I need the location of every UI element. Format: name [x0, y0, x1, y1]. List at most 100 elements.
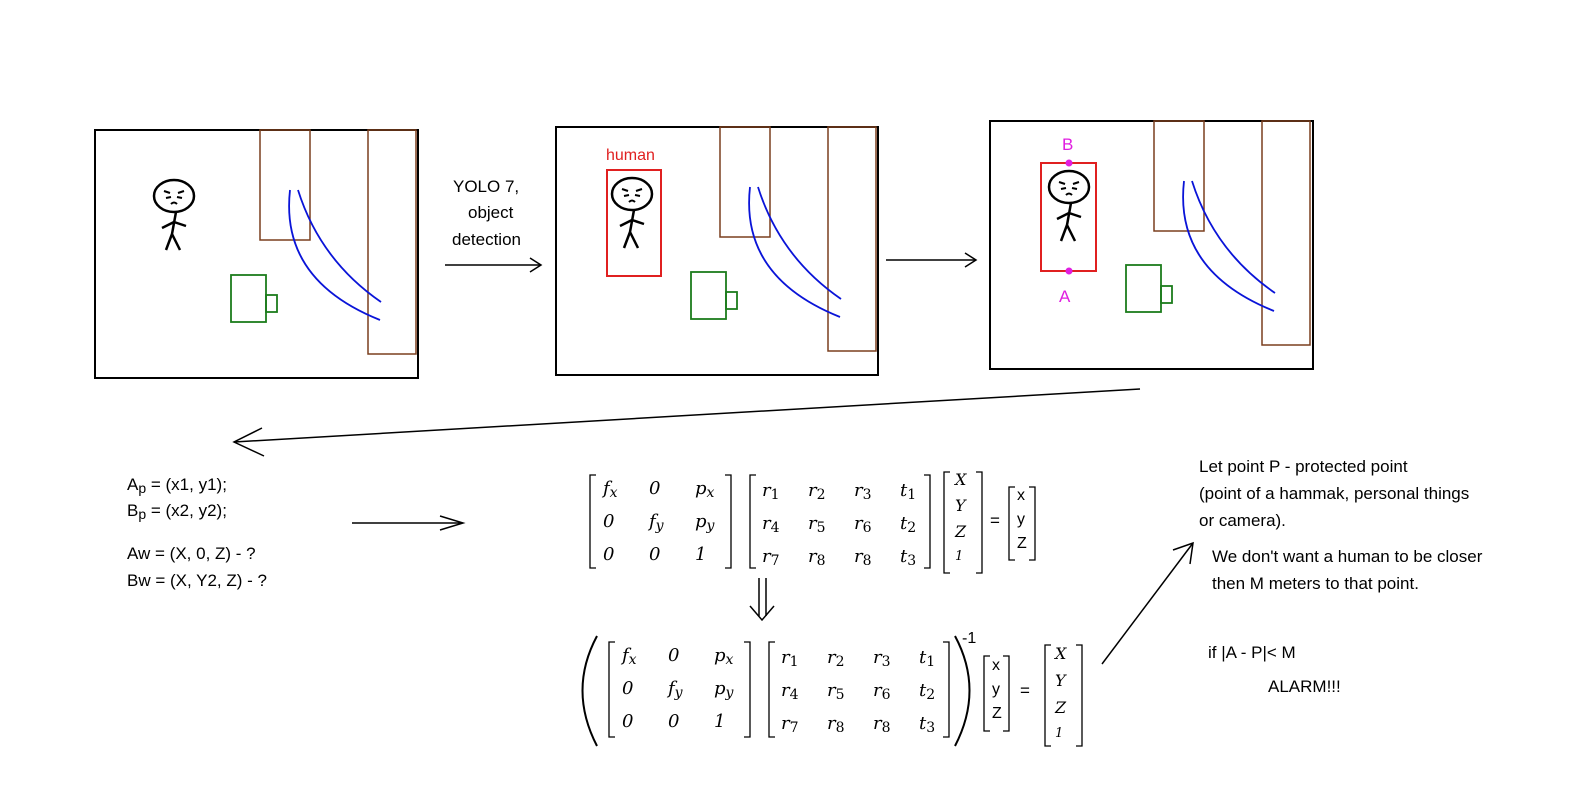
implies-arrow	[749, 578, 775, 622]
extrinsic-matrix-entry: r6	[873, 680, 891, 703]
arrow-to-equation	[352, 515, 466, 531]
extrinsic-matrix-entry: r4	[781, 680, 799, 703]
world-vector-entry: Y	[955, 496, 966, 515]
inverse-equation	[581, 635, 1083, 747]
wardrobes-and-door	[719, 126, 877, 352]
extrinsic-matrix-entry: r7	[781, 713, 799, 736]
world-point-a: Aw = (X, 0, Z) - ?	[127, 544, 256, 563]
extrinsic-matrix-entry: r2	[808, 480, 826, 503]
arrow-to-detection	[445, 257, 543, 273]
extrinsic-matrix-entry: r4	[762, 513, 780, 536]
intrinsic-matrix-entry: py	[695, 511, 715, 534]
pixel-point-a-value: = (x1, y1);	[146, 475, 227, 494]
intrinsic-matrix-entry: 0	[603, 511, 615, 532]
image-vector-entry: Z	[1017, 535, 1027, 552]
world-point-b: Bw = (X, Y2, Z) - ?	[127, 571, 267, 590]
protected-point-line-1: Let point P - protected point	[1199, 457, 1408, 476]
detection-class-label: human	[606, 147, 655, 164]
extrinsic-matrix-entry: r3	[873, 647, 891, 670]
pixel-point-a: Ap = (x1, y1);	[127, 476, 227, 495]
extrinsic-matrix-entry: r1	[762, 480, 780, 503]
world-vector-entry: X	[1055, 644, 1067, 663]
extrinsic-matrix-entry: r2	[827, 647, 845, 670]
intrinsic-matrix-entry: 0	[622, 678, 634, 699]
world-vector-entry: 1	[1055, 726, 1064, 741]
extrinsic-matrix-entry: r5	[827, 680, 845, 703]
person-icon	[152, 178, 196, 252]
extrinsic-matrix-entry: r3	[854, 480, 872, 503]
intrinsic-matrix-entry: 1	[695, 544, 707, 565]
person-icon	[1047, 169, 1091, 243]
protected-point-line-3: or camera).	[1199, 511, 1286, 530]
intrinsic-matrix-entry: fy	[649, 511, 664, 534]
extrinsic-matrix-entry: r1	[781, 647, 799, 670]
intrinsic-matrix-entry: 0	[603, 544, 615, 565]
pixel-point-b-sub: p	[138, 506, 147, 522]
extrinsic-matrix-entry: r5	[808, 513, 826, 536]
yolo-label-line-2: object	[468, 203, 514, 222]
frame-keypoints	[989, 120, 1314, 370]
yolo-label-line-1: YOLO 7,	[453, 177, 520, 196]
keypoint-a	[1065, 267, 1073, 275]
pixel-point-b: Bp = (x2, y2);	[127, 502, 227, 521]
frame-detection	[555, 126, 879, 376]
protected-point-line-2: (point of a hammak, personal things	[1199, 484, 1470, 503]
arrow-to-coordinates	[232, 388, 1141, 457]
protected-point-line-4: We don't want a human to be closer	[1212, 547, 1483, 566]
detection-box	[606, 169, 662, 277]
keypoint-b	[1065, 159, 1073, 167]
extrinsic-matrix-entry: t3	[900, 546, 917, 569]
extrinsic-matrix-entry: r7	[762, 546, 780, 569]
person-icon	[610, 176, 654, 250]
image-vector-entry: y	[1017, 511, 1025, 528]
world-vector-entry: Y	[1055, 671, 1066, 690]
extrinsic-matrix-entry: t2	[900, 513, 917, 536]
extrinsic-matrix-entry: t3	[919, 713, 936, 736]
world-vector-entry: Z	[1055, 698, 1067, 717]
image-vector-entry: y	[992, 681, 1000, 698]
wardrobes-and-door	[1153, 120, 1311, 346]
extrinsic-matrix-entry: r8	[827, 713, 845, 736]
extrinsic-matrix-entry: t2	[919, 680, 936, 703]
yolo-label-line-3: detection	[452, 230, 521, 249]
extrinsic-matrix-entry: r6	[854, 513, 872, 536]
distance-condition: if |A - P|< M	[1208, 643, 1296, 662]
extrinsic-matrix-entry: r8	[808, 546, 826, 569]
image-vector-entry: x	[1017, 487, 1025, 504]
pixel-point-b-value: = (x2, y2);	[146, 501, 227, 520]
extrinsic-matrix-entry: t1	[900, 480, 917, 503]
intrinsic-matrix-entry: py	[714, 678, 734, 701]
pixel-point-a-sub: p	[138, 480, 147, 496]
intrinsic-matrix-entry: 0	[622, 711, 634, 732]
intrinsic-matrix-entry: fx	[603, 478, 618, 501]
image-vector-entry: x	[992, 657, 1000, 674]
intrinsic-matrix-entry: 0	[649, 478, 661, 499]
wardrobes-and-door	[259, 129, 417, 355]
camera-icon	[230, 274, 278, 323]
equals-sign: =	[1020, 681, 1030, 700]
image-vector-entry: Z	[992, 705, 1002, 722]
intrinsic-matrix-entry: 0	[649, 544, 661, 565]
intrinsic-matrix-entry: 0	[668, 645, 680, 666]
arrow-to-keypoints	[886, 252, 978, 268]
intrinsic-matrix-entry: px	[714, 645, 734, 668]
camera-icon	[690, 271, 738, 320]
world-vector-entry: 1	[955, 549, 964, 564]
keypoint-a-label: A	[1059, 287, 1071, 306]
intrinsic-matrix-entry: 1	[714, 711, 726, 732]
world-vector-entry: X	[955, 470, 967, 489]
extrinsic-matrix-entry: t1	[919, 647, 936, 670]
protected-point-line-5: then M meters to that point.	[1212, 574, 1419, 593]
extrinsic-matrix-entry: r8	[854, 546, 872, 569]
camera-icon	[1125, 264, 1173, 313]
world-vector-entry: Z	[955, 522, 967, 541]
equals-sign: =	[990, 511, 1000, 530]
intrinsic-matrix-entry: 0	[668, 711, 680, 732]
intrinsic-matrix-entry: fx	[622, 645, 637, 668]
frame-original	[94, 129, 419, 379]
keypoint-b-label: B	[1062, 135, 1074, 154]
intrinsic-matrix-entry: px	[695, 478, 715, 501]
extrinsic-matrix-entry: r8	[873, 713, 891, 736]
intrinsic-matrix-entry: fy	[668, 678, 683, 701]
